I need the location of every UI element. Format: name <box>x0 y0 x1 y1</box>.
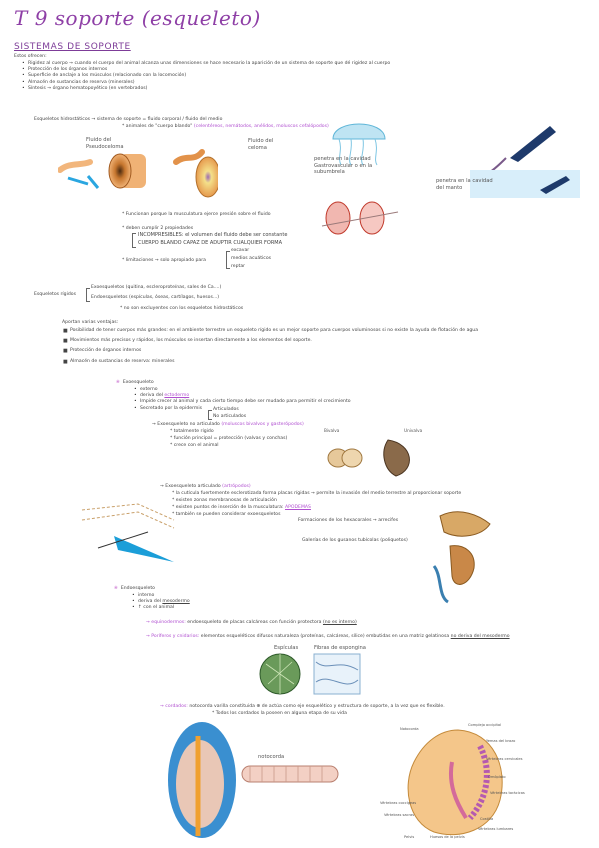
list-item: Posibilidad de tener cuerpos más grandes… <box>70 328 478 334</box>
hydro-limits: * limitaciones → solo apropiado para <box>122 258 206 263</box>
rigid-label: Esqueletos rígidos <box>34 292 76 297</box>
hydro-line1: Esqueletos hidrostáticos → sistema de so… <box>34 117 223 122</box>
shell-label-bivalva: Bivalva <box>324 428 340 433</box>
embryo-label: Complejo occipital <box>468 723 502 727</box>
hydro-function: * Funcionan porque la musculatura ejerce… <box>122 212 271 217</box>
embryo-label: Pelvis <box>404 835 415 839</box>
advantages-head: Aportan varias ventajas: <box>62 320 119 325</box>
rigid-note: * no son excluyentes con los esqueletos … <box>120 306 244 311</box>
list-item: Impide crecer al animal y cada cierto ti… <box>140 399 351 405</box>
list-item: Almacén de sustancias de reserva: minera… <box>70 359 478 365</box>
muscle-ring-illustration <box>321 201 399 235</box>
fig-label-gastrovascular: penetra en la cavidad Gastrovascular o e… <box>314 156 373 176</box>
intro-label: Estos ofrecen: <box>14 54 47 59</box>
fig-label-espiculas: Espículas <box>274 645 299 651</box>
art-item: * existen zonas membranosas de articulac… <box>172 498 277 503</box>
list-item: Secretado por la epidermis <box>140 406 351 412</box>
embryo-skeleton-illustration <box>407 729 503 836</box>
coral-label-tubicolas: Galerías de los gusanos tubícolas (poliq… <box>302 538 408 543</box>
non-art-item: * función principal = protección (valvas… <box>170 436 288 441</box>
art-item: * existen puntos de inserción de la musc… <box>172 505 311 510</box>
list-item: Rigidez al cuerpo → cuando el cuerpo del… <box>28 61 390 67</box>
brace <box>86 288 90 302</box>
jellyfish-illustration <box>332 123 386 166</box>
embryo-label: Vértebras sacras <box>384 813 415 817</box>
page-title: T 9 soporte (esqueleto) <box>14 6 261 30</box>
hydro-line2: * animales de "cuerpo blando" (celentére… <box>122 124 329 129</box>
limit-excavar: excavar <box>231 248 250 253</box>
embryo-label: Huesos de la pelvis <box>430 835 465 839</box>
embryo-label: Yemas del brazo <box>486 739 516 743</box>
embryo-label: Costilla <box>480 817 494 821</box>
fig-label-celoma: Fluido del celoma <box>248 138 274 151</box>
brace <box>208 410 212 420</box>
embryo-label: Notocorda <box>400 727 419 731</box>
hydro-props-head: * deben cumplir 2 propiedades <box>122 226 194 231</box>
prop-cuerpo-blando: CUERPO BLANDO CAPAZ DE ADUPTIR CUALQUIER… <box>138 240 283 246</box>
exo-list: externo deriva del ectodermo Impide crec… <box>132 387 351 412</box>
exo-type-no-articulados: No articulados <box>213 414 247 419</box>
embryo-section-illustration <box>168 722 236 838</box>
list-item: interno <box>138 593 190 599</box>
fig-label-espongina: Fibras de espongina <box>314 645 366 651</box>
embryo-label: Vértebras lumbares <box>478 827 514 831</box>
endo-list: interno deriva del mesodermo ↑ con el an… <box>130 593 190 612</box>
fig-label-manto: penetra en la cavidad del manto <box>436 178 493 191</box>
prop-incompresibles: INCOMPRESIBLES: el volumen del fluido de… <box>138 232 288 238</box>
exo-type-articulados: Articulados <box>213 407 239 412</box>
noto-label: notocorda <box>258 754 285 760</box>
embryo-label: Vértebras cervicales <box>486 757 523 761</box>
endo-cordados: → cordados: notocorda varilla constituid… <box>160 704 445 709</box>
exo-articulated: → Exoesqueleto articulado (artrópodos) <box>160 484 251 489</box>
list-item: Síntesis → órgano hematopoyético (en ver… <box>28 86 390 92</box>
offers-list: Rigidez al cuerpo → cuando el cuerpo del… <box>20 61 390 92</box>
squid-illustration <box>470 126 580 198</box>
art-item: * también se pueden considerar exoesquel… <box>172 512 281 517</box>
shells-illustration <box>327 439 410 477</box>
list-item: ↑ con el animal <box>138 605 190 611</box>
exo-heading: Exoesqueleto <box>116 380 154 386</box>
non-art-item: * crece con el animal <box>170 443 219 448</box>
embryo-label: Vértebras coccígeas <box>380 801 417 805</box>
brace <box>226 251 230 269</box>
advantages-list: Posibilidad de tener cuerpos más grandes… <box>62 328 478 365</box>
list-item: Almacén de sustancias de reserva (minera… <box>28 80 390 86</box>
rigid-endo: Endoesqueletos (espículas, óseas, cartíl… <box>91 295 220 300</box>
brace <box>132 233 136 248</box>
list-item: deriva del ectodermo <box>140 393 351 399</box>
list-item: Protección de órganos internos <box>70 348 478 354</box>
coral-label-hexacorales: Formaciones de los hexacorales → arrecif… <box>298 518 399 523</box>
exo-non-articulated: → Exoesqueleto no articulado (moluscos b… <box>152 422 304 427</box>
coral-illustration <box>432 511 491 604</box>
endo-equinodermos: → equinodermos: endoesqueleto de placas … <box>146 620 357 625</box>
fig-label-pseudoceloma: Fluido del Pseudoceloma <box>86 137 124 150</box>
embryo-label: Omóplato <box>488 775 506 779</box>
embryo-label: Vértebras torácicas <box>490 791 525 795</box>
list-item: externo <box>140 387 351 393</box>
limit-acuaticos: medios acuáticos <box>231 256 272 261</box>
limit-reptar: reptar <box>231 264 246 269</box>
endo-poriferos: → Poríferos y cnidarios: elementos esque… <box>146 634 510 639</box>
list-item: Movimientos más precisos y rápidos, los … <box>70 338 478 344</box>
list-item: deriva del mesodermo <box>138 599 190 605</box>
hydro-worm-illustration <box>58 149 218 198</box>
endo-heading: Endoesqueleto <box>114 586 155 592</box>
endo-cordados-note: * Todos los cordados la poseen en alguna… <box>212 711 347 716</box>
section-heading: SISTEMAS DE SOPORTE <box>14 42 131 52</box>
sponge-spicules-illustration <box>259 653 361 695</box>
arthropod-joint-illustration <box>81 503 175 562</box>
list-item: Superficie de anclaje a los músculos (re… <box>28 73 390 79</box>
rigid-exo: Exoesqueletos (quitina, escleroproteínas… <box>91 285 222 290</box>
notochord-tube-illustration <box>241 765 339 783</box>
non-art-item: * totalmente rígido <box>170 429 214 434</box>
shell-label-univalva: Univalva <box>404 428 423 433</box>
list-item: Protección de los órganos internos <box>28 67 390 73</box>
art-item: * la cutícula fuertemente esclerotizada … <box>172 491 462 496</box>
